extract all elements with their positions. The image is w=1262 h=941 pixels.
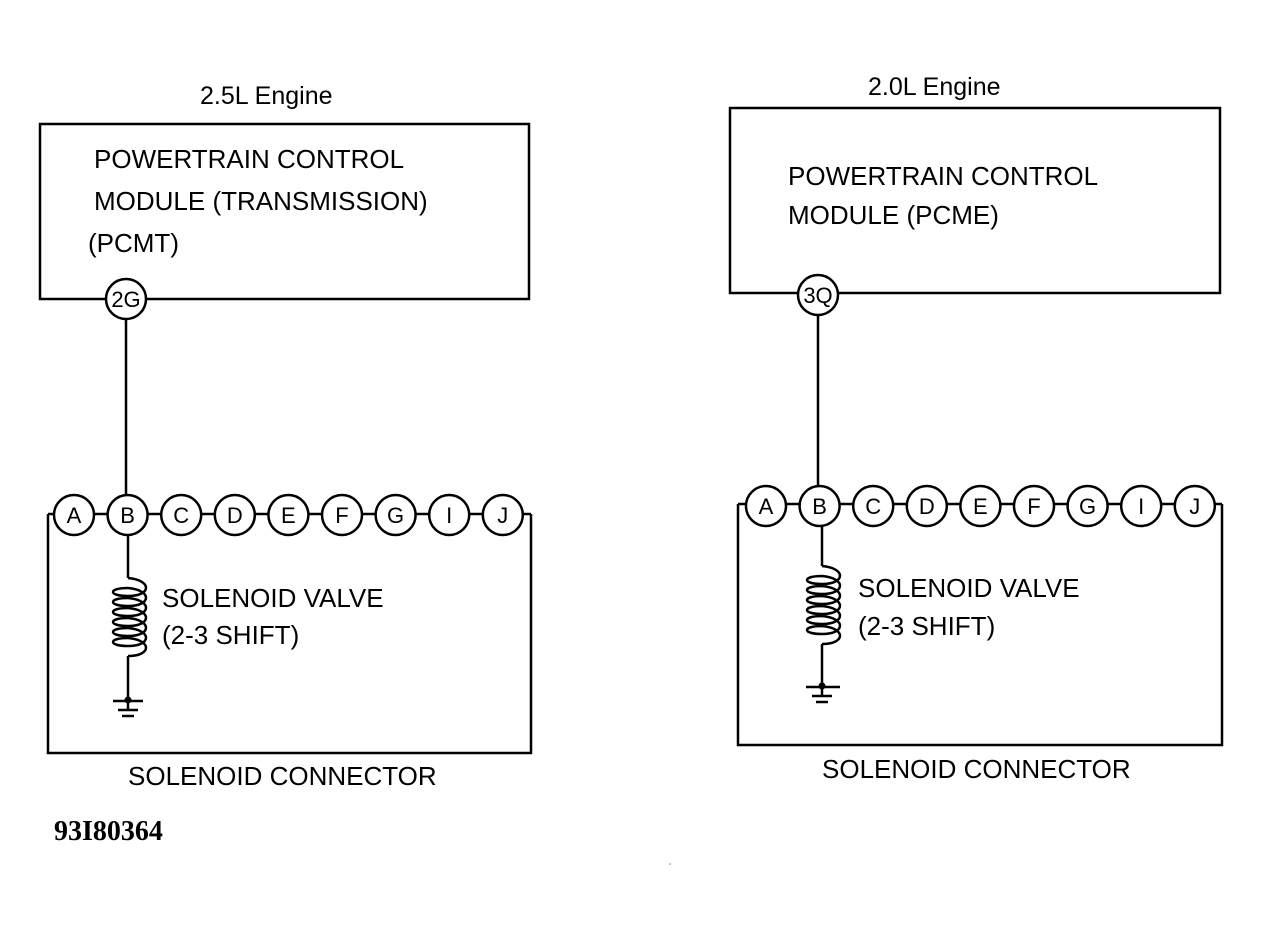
connector-pin-circle bbox=[798, 484, 841, 528]
connector-pin-label: B bbox=[120, 503, 135, 528]
connector-pin-circle bbox=[1066, 484, 1109, 528]
connector-pin-circle bbox=[320, 493, 364, 537]
solenoid-coil-icon bbox=[805, 564, 842, 646]
solenoid-connector-box bbox=[46, 514, 533, 755]
engine-label: 2.5L Engine bbox=[200, 82, 333, 110]
module-label-line-2: MODULE (TRANSMISSION) bbox=[94, 186, 428, 216]
connector-pin-circle bbox=[1119, 484, 1163, 528]
module-label-line-1: POWERTRAIN CONTROL bbox=[94, 144, 404, 174]
ground-icon bbox=[806, 685, 840, 704]
connector-pin-label: D bbox=[919, 494, 935, 519]
solenoid-label-line-1: SOLENOID VALVE bbox=[162, 583, 384, 613]
connector-pin-circle bbox=[374, 493, 417, 537]
solenoid-label-line-1: SOLENOID VALVE bbox=[858, 573, 1080, 603]
connector-pin-circle bbox=[427, 493, 471, 537]
module-pin-label: 2G bbox=[111, 287, 140, 312]
connector-pin-circle bbox=[744, 484, 788, 528]
connector-pin-label: B bbox=[812, 494, 827, 519]
solenoid-label-line-2: (2-3 SHIFT) bbox=[858, 611, 995, 641]
connector-pin-circle bbox=[213, 493, 257, 537]
scan-speck bbox=[669, 863, 671, 865]
connector-pin-circle bbox=[1173, 484, 1217, 528]
connector-pin-label: D bbox=[227, 503, 243, 528]
connector-pin-label: J bbox=[1189, 494, 1200, 519]
connector-pin-circle bbox=[959, 484, 1002, 528]
solenoid-coil-icon bbox=[111, 576, 148, 658]
diagram-2-0l: 2.0L Engine POWERTRAIN CONTROL MODULE (P… bbox=[728, 73, 1224, 784]
ground-icon bbox=[113, 699, 143, 718]
pcm-module-box bbox=[38, 122, 531, 301]
connector-pin-circle bbox=[905, 484, 949, 528]
connector-pin-circle bbox=[52, 493, 96, 537]
connector-pin-circle bbox=[1012, 484, 1056, 528]
connector-pin-label: F bbox=[335, 503, 348, 528]
connector-pin-circle bbox=[159, 493, 203, 537]
engine-label: 2.0L Engine bbox=[868, 73, 1001, 101]
connector-pin-label: F bbox=[1027, 494, 1040, 519]
diagram-2-5l: 2.5L Engine POWERTRAIN CONTROL MODULE (T… bbox=[38, 82, 533, 791]
figure-code: 93I80364 bbox=[54, 816, 163, 847]
module-label-line-1: POWERTRAIN CONTROL bbox=[788, 161, 1098, 191]
module-label-line-3: (PCMT) bbox=[88, 228, 179, 258]
connector-pin-label: I bbox=[446, 503, 452, 528]
connector-pin-label: J bbox=[497, 503, 508, 528]
connector-pin-circle bbox=[267, 493, 310, 537]
module-label-line-2: MODULE (PCME) bbox=[788, 200, 999, 230]
connector-pin-circle bbox=[851, 484, 895, 528]
connector-pin-label: C bbox=[865, 494, 881, 519]
connector-pin-circle bbox=[106, 493, 149, 537]
connector-pin-label: I bbox=[1138, 494, 1144, 519]
solenoid-connector-box bbox=[736, 504, 1224, 747]
module-pin-label: 3Q bbox=[803, 283, 832, 308]
connector-label: SOLENOID CONNECTOR bbox=[822, 754, 1131, 784]
pcm-module-box bbox=[728, 106, 1222, 295]
connector-pin-label: A bbox=[759, 494, 774, 519]
connector-pin-label: E bbox=[973, 494, 988, 519]
solenoid-label-line-2: (2-3 SHIFT) bbox=[162, 620, 299, 650]
connector-pin-label: E bbox=[281, 503, 296, 528]
connector-pin-label: A bbox=[67, 503, 82, 528]
connector-pin-circle bbox=[481, 493, 525, 537]
connector-pin-label: C bbox=[173, 503, 189, 528]
connector-pin-label: G bbox=[387, 503, 404, 528]
connector-label: SOLENOID CONNECTOR bbox=[128, 761, 437, 791]
connector-pin-label: G bbox=[1079, 494, 1096, 519]
